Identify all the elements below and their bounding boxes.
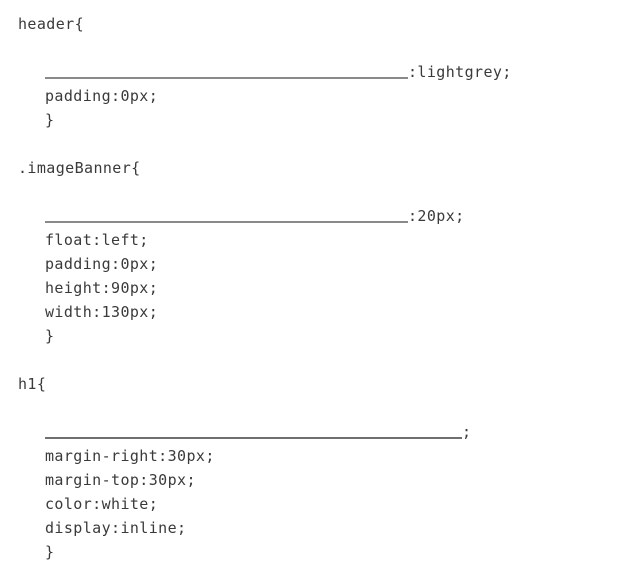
css-declaration: height:90px;	[45, 279, 159, 297]
css-declaration: float:left;	[45, 231, 149, 249]
block-gap	[0, 36, 624, 60]
answer-blank-underline-header[interactable]	[45, 77, 408, 79]
css-selector-header: header{	[18, 15, 85, 33]
css-value-imagebanner: :20px;	[408, 207, 465, 225]
css-value-header: :lightgrey;	[408, 63, 512, 81]
css-close-brace-header: }	[45, 111, 55, 129]
css-close-brace-imagebanner: }	[45, 327, 55, 345]
block-gap	[0, 180, 624, 204]
css-declaration: margin-top:30px;	[45, 471, 196, 489]
css-value-h1: ;	[462, 423, 472, 441]
answer-blank-row-h1: ;	[0, 420, 624, 444]
css-selector-h1: h1{	[18, 375, 47, 393]
css-declaration: margin-right:30px;	[45, 447, 215, 465]
block-gap	[0, 396, 624, 420]
css-declaration: width:130px;	[45, 303, 159, 321]
css-selector-imagebanner: .imageBanner{	[18, 159, 141, 177]
answer-blank-row-imagebanner: :20px;	[0, 204, 624, 228]
css-declaration: padding:0px;	[45, 87, 159, 105]
css-rule-block-imagebanner: .imageBanner{ :20px; float:left; padding…	[0, 156, 624, 348]
answer-blank-underline-h1[interactable]	[45, 437, 462, 439]
css-close-brace-h1: }	[45, 543, 55, 561]
css-rule-block-h1: h1{ ; margin-right:30px; margin-top:30px…	[0, 372, 624, 564]
css-declaration: display:inline;	[45, 519, 187, 537]
answer-blank-underline-imagebanner[interactable]	[45, 221, 408, 223]
css-declaration: padding:0px;	[45, 255, 159, 273]
answer-blank-row-header: :lightgrey;	[0, 60, 624, 84]
css-declaration: color:white;	[45, 495, 159, 513]
css-rule-block-header: header{ :lightgrey; padding:0px; }	[0, 12, 624, 132]
